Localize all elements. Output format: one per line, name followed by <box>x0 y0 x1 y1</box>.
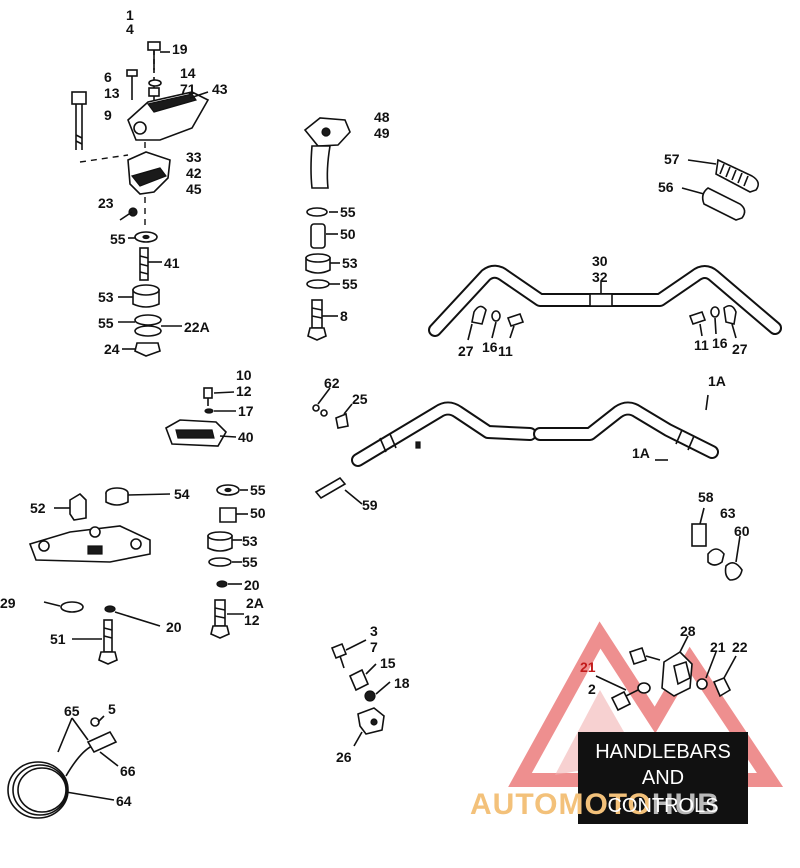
callout-10: 10 <box>236 367 252 383</box>
callout-labels: 1 4 19 6 13 14 71 43 9 33 42 45 23 55 41… <box>0 7 750 809</box>
callout-56: 56 <box>658 179 674 195</box>
callout-41: 41 <box>164 255 180 271</box>
watermark-text: AUTOMOTOHUB <box>470 788 720 821</box>
callout-45: 45 <box>186 181 202 197</box>
springs-58-63-60 <box>691 507 743 581</box>
handlebar-30-32 <box>428 264 782 341</box>
title-box: HANDLEBARS AND <box>578 732 748 824</box>
callout-57: 57 <box>664 151 680 167</box>
callout-16-b: 16 <box>712 335 728 351</box>
callout-71: 71 <box>180 81 196 97</box>
callout-24: 24 <box>104 341 120 357</box>
callout-58: 58 <box>698 489 714 505</box>
callout-65: 65 <box>64 703 80 719</box>
callout-7: 7 <box>370 639 378 655</box>
callout-5: 5 <box>108 701 116 717</box>
callout-55-c: 55 <box>340 204 356 220</box>
callout-12-b: 12 <box>244 612 260 628</box>
callout-22A: 22A <box>184 319 210 335</box>
callout-27-a: 27 <box>458 343 474 359</box>
callout-55-b: 55 <box>98 315 114 331</box>
callout-32: 32 <box>592 269 608 285</box>
callout-14: 14 <box>180 65 196 81</box>
callout-55-d: 55 <box>342 276 358 292</box>
callout-54: 54 <box>174 486 190 502</box>
callout-53-a: 53 <box>98 289 114 305</box>
callout-27-b: 27 <box>732 341 748 357</box>
title-line-1: HANDLEBARS <box>595 741 731 763</box>
callout-49: 49 <box>374 125 390 141</box>
callout-15: 15 <box>380 655 396 671</box>
callout-55-f: 55 <box>242 554 258 570</box>
callout-28: 28 <box>680 623 696 639</box>
callout-20-a: 20 <box>244 577 260 593</box>
callout-17: 17 <box>238 403 254 419</box>
callout-53-b: 53 <box>342 255 358 271</box>
callout-26: 26 <box>336 749 352 765</box>
pin-59 <box>314 476 363 505</box>
callout-30: 30 <box>592 253 608 269</box>
callout-59: 59 <box>362 497 378 513</box>
callout-18: 18 <box>394 675 410 691</box>
callout-1: 1 <box>126 7 134 23</box>
callout-9: 9 <box>104 107 112 123</box>
callout-64: 64 <box>116 793 132 809</box>
callout-11-a: 11 <box>498 343 513 359</box>
callout-55-e: 55 <box>250 482 266 498</box>
callout-43: 43 <box>212 81 228 97</box>
callout-53-c: 53 <box>242 533 258 549</box>
callout-20-b: 20 <box>166 619 182 635</box>
callout-16-a: 16 <box>482 339 498 355</box>
callout-3: 3 <box>370 623 378 639</box>
callout-12-a: 12 <box>236 383 252 399</box>
callout-66: 66 <box>120 763 136 779</box>
title-line-3: CONTROLS <box>607 795 718 817</box>
parts-62-25 <box>312 387 353 429</box>
callout-40: 40 <box>238 429 254 445</box>
watermark-hub: HUB <box>652 788 720 821</box>
callout-11-b: 11 <box>694 337 709 353</box>
callout-42: 42 <box>186 165 202 181</box>
callout-13: 13 <box>104 85 120 101</box>
title-line-2: AND <box>642 767 684 789</box>
lever-clamp-parts <box>330 639 391 747</box>
callout-63: 63 <box>720 505 736 521</box>
throttle-cable <box>7 715 119 819</box>
clamp-28-assembly <box>595 635 737 712</box>
callout-29: 29 <box>0 595 16 611</box>
callout-50-b: 50 <box>250 505 266 521</box>
callout-55-a: 55 <box>110 231 126 247</box>
callout-21: 21 <box>710 639 726 655</box>
callout-25: 25 <box>352 391 368 407</box>
callout-2: 2 <box>588 681 596 697</box>
callout-48: 48 <box>374 109 390 125</box>
watermark-automoto: AUTOMOTO <box>470 788 652 821</box>
callout-19: 19 <box>172 41 188 57</box>
callout-33: 33 <box>186 149 202 165</box>
callout-6: 6 <box>104 69 112 85</box>
callout-8: 8 <box>340 308 348 324</box>
callout-50-a: 50 <box>340 226 356 242</box>
callout-22: 22 <box>732 639 748 655</box>
hand-grips <box>681 158 760 221</box>
callout-23: 23 <box>98 195 114 211</box>
callout-1A-a: 1A <box>708 373 726 389</box>
riser-48-49-stack <box>303 117 351 341</box>
callout-51: 51 <box>50 631 66 647</box>
callout-1A-b: 1A <box>632 445 650 461</box>
lower-bracket-assembly <box>28 487 171 665</box>
callout-60: 60 <box>734 523 750 539</box>
callout-4: 4 <box>126 21 134 37</box>
callout-62: 62 <box>324 375 340 391</box>
callout-2A: 2A <box>246 595 264 611</box>
callout-52: 52 <box>30 500 46 516</box>
callout-21-red: 21 <box>580 659 596 675</box>
clamp-40-assembly <box>165 387 237 447</box>
center-mount-stack <box>207 484 248 639</box>
upper-riser-clamp-assembly <box>71 41 210 357</box>
svg-text:AUTOMOTOHUB: AUTOMOTOHUB <box>470 788 720 821</box>
lower-handlebar <box>351 394 719 467</box>
